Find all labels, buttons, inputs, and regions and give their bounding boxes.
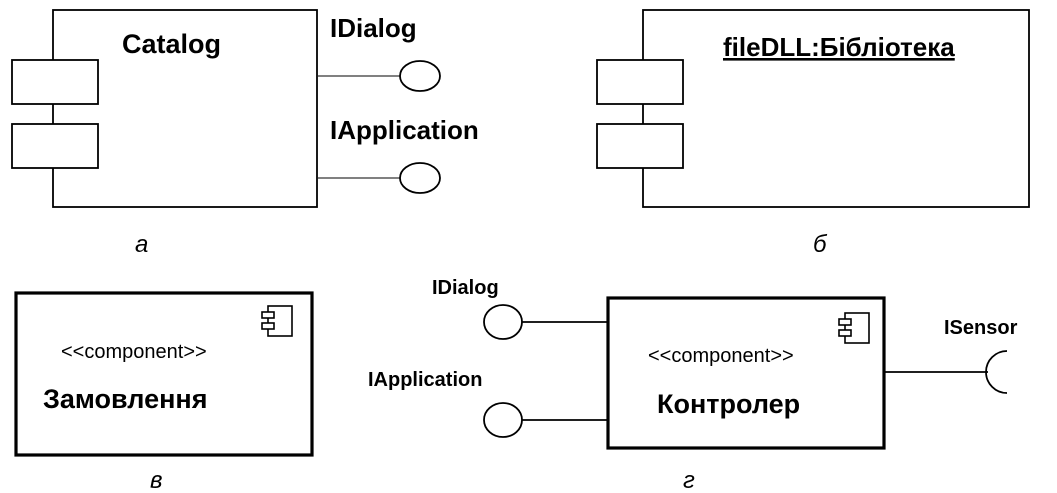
filedll-port-bottom [596,123,684,169]
caption-g: г [683,467,695,493]
idialog-interface-label: IDialog [432,277,499,299]
catalog-component-box [52,9,318,208]
panel-b: fileDLL:Бібліотека б [596,9,1030,258]
idialog-interface-label: IDialog [330,13,417,43]
caption-b: б [813,231,828,258]
iapplication-lollipop [399,162,441,194]
isensor-socket [985,350,1008,394]
catalog-port-top [11,59,99,105]
zamovlennia-component-name: Замовлення [43,384,207,414]
isensor-interface-label: ISensor [944,317,1018,339]
zamovlennia-stereotype: <<component>> [61,341,207,363]
caption-a: а [135,231,148,258]
catalog-component-name: Catalog [122,29,221,59]
iapplication-lollipop [483,402,523,438]
iapplication-interface-label: IApplication [330,115,479,145]
kontroler-stereotype: <<component>> [648,345,794,367]
idialog-lollipop [399,60,441,92]
filedll-component-box [642,9,1030,208]
kontroler-component-box [606,296,886,450]
catalog-port-bottom [11,123,99,169]
zamovlennia-component-box [14,291,314,457]
kontroler-component-name: Контролер [657,389,800,419]
panel-a: Catalog IDialog IApplication а [11,9,479,258]
panel-v: <<component>> Замовлення в [14,291,314,493]
panel-g: <<component>> Контролер IDialog IApplica… [368,277,1018,493]
component-icon [838,312,870,344]
iapplication-interface-label: IApplication [368,369,482,391]
caption-v: в [150,467,163,493]
component-icon [261,305,293,337]
filedll-port-top [596,59,684,105]
idialog-lollipop [483,304,523,340]
filedll-instance-name: fileDLL:Бібліотека [723,32,955,62]
